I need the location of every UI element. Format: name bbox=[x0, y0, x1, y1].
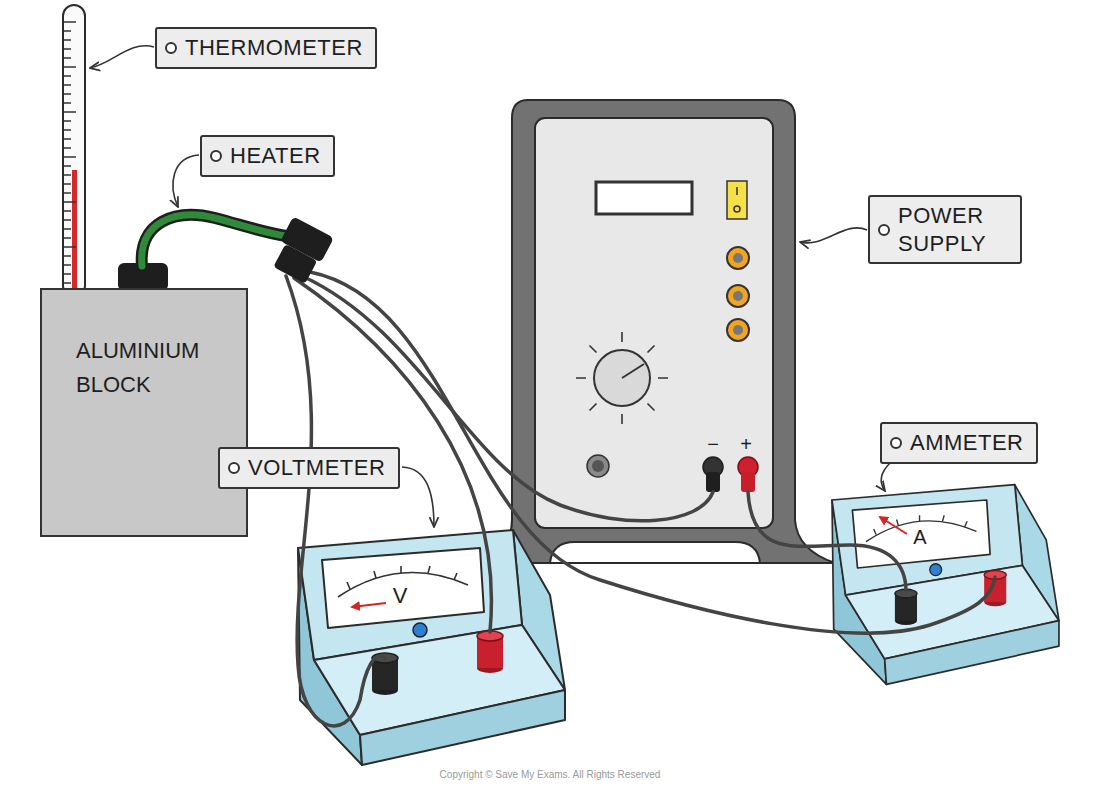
power-supply bbox=[622, 364, 644, 378]
power-supply bbox=[594, 350, 650, 406]
power-supply bbox=[587, 455, 609, 477]
power-supply bbox=[733, 325, 743, 335]
power-supply bbox=[736, 187, 738, 195]
power-supply bbox=[727, 319, 749, 341]
terminal-sign: + bbox=[740, 433, 752, 455]
heater-connector bbox=[268, 216, 334, 285]
power-supply bbox=[733, 253, 743, 263]
wire bbox=[748, 492, 906, 591]
part-label-text: VOLTMETER bbox=[248, 454, 386, 482]
meter-unit: V bbox=[393, 584, 408, 608]
leader-line bbox=[402, 467, 434, 527]
part-label-text: POWER SUPPLY bbox=[898, 202, 1008, 257]
power-supply bbox=[733, 291, 743, 301]
leader-line bbox=[881, 463, 890, 491]
thermometer bbox=[64, 22, 76, 283]
part-label: HEATER bbox=[200, 135, 335, 177]
part-label: THERMOMETER bbox=[155, 27, 377, 69]
wire bbox=[286, 272, 995, 726]
voltmeter bbox=[298, 530, 565, 765]
thermometer bbox=[63, 5, 85, 297]
power-supply bbox=[478, 100, 835, 563]
thermometer bbox=[72, 170, 77, 297]
part-label-text: HEATER bbox=[230, 142, 321, 170]
meter-unit: A bbox=[913, 526, 926, 548]
power-supply bbox=[478, 100, 835, 563]
terminal-sign: − bbox=[707, 433, 719, 455]
tag-hole bbox=[878, 224, 890, 236]
tag-hole bbox=[165, 42, 177, 54]
leader-line bbox=[173, 155, 199, 207]
block-text: ALUMINIUM BLOCK bbox=[76, 334, 226, 402]
power-supply bbox=[727, 247, 749, 269]
tag-hole bbox=[210, 150, 222, 162]
power-supply bbox=[734, 206, 740, 212]
heater-connector bbox=[273, 244, 317, 284]
leader-line bbox=[800, 228, 867, 243]
leader-line bbox=[90, 46, 154, 68]
power-supply bbox=[741, 472, 755, 492]
thermometer bbox=[63, 5, 85, 297]
part-label: VOLTMETER bbox=[218, 447, 400, 489]
power-supply bbox=[550, 542, 760, 563]
meter-needle bbox=[352, 603, 386, 607]
tag-hole bbox=[228, 462, 240, 474]
wire bbox=[286, 276, 385, 726]
power-supply bbox=[576, 332, 668, 424]
aluminium-block: ALUMINIUM BLOCK bbox=[40, 288, 248, 537]
heater bbox=[142, 215, 286, 266]
power-supply bbox=[727, 181, 747, 219]
power-supply bbox=[727, 285, 749, 307]
ammeter bbox=[832, 485, 1059, 685]
meter-needle bbox=[880, 517, 907, 534]
power-supply bbox=[535, 118, 773, 528]
power-supply bbox=[592, 460, 604, 472]
power-supply bbox=[596, 182, 692, 214]
part-label-text: AMMETER bbox=[910, 429, 1024, 457]
heater bbox=[142, 215, 286, 266]
part-label: POWER SUPPLY bbox=[868, 195, 1022, 264]
part-label-text: THERMOMETER bbox=[185, 34, 363, 62]
copyright-notice: Copyright © Save My Exams. All Rights Re… bbox=[440, 769, 661, 780]
tag-hole bbox=[890, 437, 902, 449]
part-label: AMMETER bbox=[880, 422, 1038, 464]
heater bbox=[118, 215, 286, 291]
power-supply bbox=[706, 472, 720, 492]
